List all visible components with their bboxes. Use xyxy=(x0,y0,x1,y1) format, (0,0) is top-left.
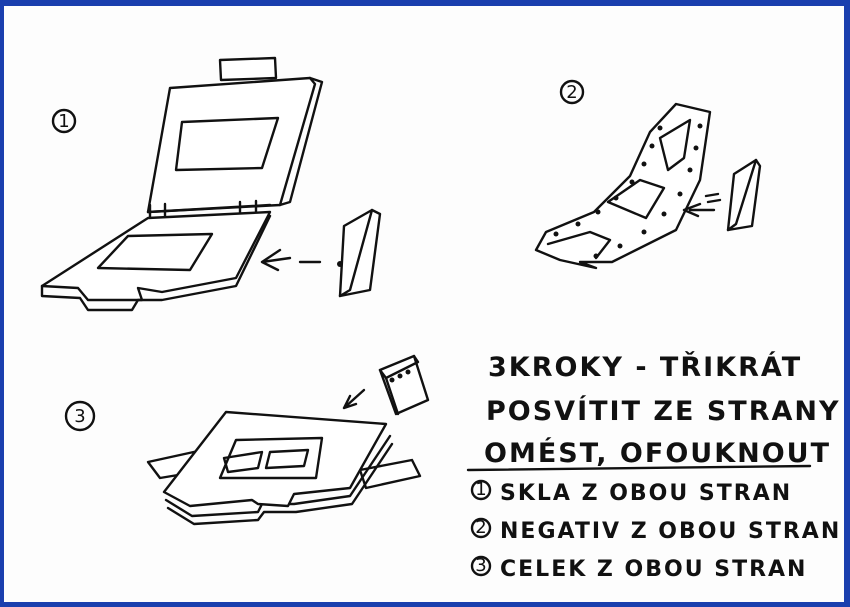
flashlight-3-dot-1 xyxy=(389,377,395,383)
carrier-base-edge xyxy=(40,214,272,312)
step-3-circle xyxy=(64,400,96,432)
item-1-circle xyxy=(470,479,492,501)
film-frame-3 xyxy=(658,118,692,172)
flashlight-1-lens xyxy=(337,261,343,267)
film-frame-1 xyxy=(546,230,612,260)
film-frames-in-window xyxy=(222,448,310,474)
step-3-number: 3 xyxy=(74,406,85,427)
item-2-circle xyxy=(470,517,492,539)
notes-line-1: 3KROKY - TŘIKRÁT xyxy=(488,351,802,383)
carrier-base-window xyxy=(96,232,214,272)
paper-sheet xyxy=(4,6,844,602)
flashlight-1-illustration xyxy=(260,208,382,298)
flashlight-2-illustration xyxy=(682,158,762,232)
step-2-group: 2 xyxy=(534,79,762,270)
notes-block: 3KROKY - TŘIKRÁT POSVÍTIT ZE STRANY OMÉS… xyxy=(466,351,841,582)
item-3-text: CELEK Z OBOU STRAN xyxy=(500,557,807,582)
step-3-group: 3 xyxy=(64,354,430,526)
film-strip-body xyxy=(534,102,712,270)
flashlight-3-illustration xyxy=(342,354,430,416)
carrier-lid-window xyxy=(174,116,280,172)
notes-line-3: OMÉST, OFOUKNOUT xyxy=(484,437,831,469)
carrier-handle xyxy=(218,56,278,82)
step-1-circle xyxy=(51,108,77,134)
film-frame-2 xyxy=(606,178,666,220)
flashlight-3-dot-3 xyxy=(405,369,411,375)
carrier-closed-illustration xyxy=(146,410,422,526)
item-3-circle xyxy=(470,555,492,577)
item-1-number: 1 xyxy=(475,479,486,500)
carrier-lid-edge xyxy=(278,76,324,207)
arrow-1-icon xyxy=(260,248,322,272)
item-1-text: SKLA Z OBOU STRAN xyxy=(500,481,792,506)
step-2-circle xyxy=(559,79,585,105)
arrow-3-icon xyxy=(342,388,366,410)
notes-divider xyxy=(466,464,812,472)
carrier-layer-3 xyxy=(166,442,394,526)
step-2-number: 2 xyxy=(566,82,577,103)
flashlight-3-dot-2 xyxy=(397,373,403,379)
carrier-open-illustration xyxy=(40,56,324,312)
step-1-group: 1 xyxy=(40,56,382,312)
item-2-text: NEGATIV Z OBOU STRAN xyxy=(500,519,841,544)
carrier-hinges xyxy=(146,199,272,224)
notes-line-2: POSVÍTIT ZE STRANY xyxy=(486,395,841,427)
film-right-end xyxy=(358,458,422,490)
film-perforations xyxy=(553,123,703,259)
film-strip-illustration xyxy=(534,102,712,270)
flashlight-1-edge xyxy=(338,208,374,298)
item-2-number: 2 xyxy=(475,517,486,538)
flashlight-2-edge xyxy=(726,158,758,232)
arrow-2-icon xyxy=(682,192,722,218)
item-3-number: 3 xyxy=(475,555,486,576)
flashlight-3-edge xyxy=(378,354,420,416)
step-1-number: 1 xyxy=(58,111,69,132)
